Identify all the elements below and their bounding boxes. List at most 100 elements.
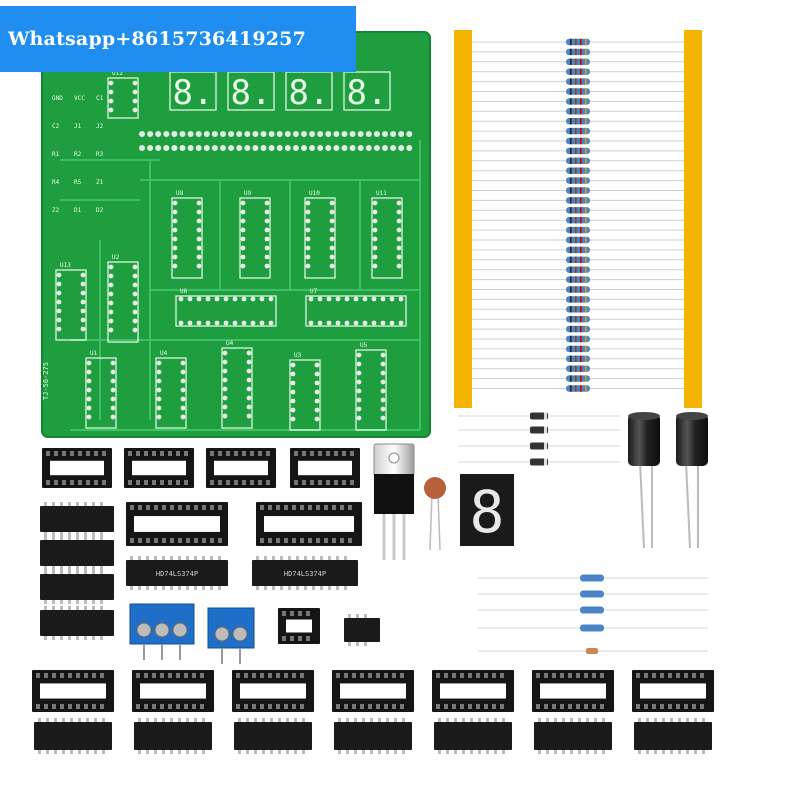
chip-pin [348,641,351,646]
socket-pin [86,480,90,485]
pcb-pad [260,144,267,151]
resistor [472,38,684,46]
resistor-band [580,296,582,303]
resistor-body [566,246,590,254]
chip-pin [296,556,299,561]
socket-window [286,619,312,633]
socket-pin [310,480,314,485]
resistor-band [580,236,582,244]
socket-pin [700,704,704,709]
pcb-pin [110,387,116,393]
pcb-pad [187,130,194,137]
pcb-pin [196,254,202,260]
resistor-band [585,286,587,293]
pcb-pin [264,254,270,260]
socket-pin [144,704,148,709]
chip-pin [76,502,79,507]
ic-socket [42,448,112,488]
chip-pin [346,749,349,754]
ic-socket [632,670,714,712]
chip-pin [178,749,181,754]
pcb-pad [219,130,226,137]
resistor-band [585,197,587,204]
pcb-digit-outline [285,71,333,111]
chip-pin [60,570,63,575]
resistor-band [575,276,577,283]
chip-pin [146,556,149,561]
pcb-pin [264,218,270,224]
resistor-tape-strip [454,30,702,408]
chip-pin [378,749,381,754]
pcb-pin [86,396,92,402]
resistor-band [585,177,587,184]
chip-pin [662,749,665,754]
chip-pin [344,585,347,590]
socket-pin [324,505,328,510]
ic-socket [532,670,614,712]
socket-pin [292,673,296,678]
resistor-band [570,38,572,46]
socket-pin [342,451,346,456]
chip-pin [68,635,71,640]
chip-pin [68,599,71,604]
ic-chip [534,718,612,754]
pcb-ic-footprint: U12 [107,70,139,119]
pcb-pin [356,352,362,358]
pcb-ic-footprint: U5 [355,342,387,431]
chip-pin [296,585,299,590]
pcb-pin [108,89,114,95]
pcb-pin [290,380,296,386]
diode-band [544,442,547,450]
pcb-pin [317,296,323,302]
socket-pin [176,451,180,456]
resistor [472,286,684,293]
chip-pin [286,749,289,754]
resistor-body [566,226,590,234]
pcb-pin [396,200,402,206]
chip-pin [102,749,105,754]
socket-pin [326,451,330,456]
socket-window [440,683,506,699]
resistor-band [585,68,587,75]
pcb-pin [108,273,114,279]
pcb-pin [180,405,186,411]
pcb-pin [56,326,62,332]
resistor-band [585,118,587,125]
pcb-pin [371,296,377,302]
chip-pin [280,585,283,590]
pcb-pad [228,130,235,137]
socket-pin [576,673,580,678]
chip-pin [46,749,49,754]
resistor-band [585,236,587,244]
ic-socket [256,502,362,546]
chip-pin [162,749,165,754]
chip-body [344,618,380,642]
pcb-ic-outline [221,347,253,429]
diode-band [544,458,547,466]
socket-pin [68,673,72,678]
resistor [472,217,684,224]
chip-pin [446,749,449,754]
chip-pin [52,565,55,570]
ic-chip [34,718,112,754]
socket-pin [544,704,548,709]
pcb-ic-footprint: U3 [289,352,321,431]
socket-pin [78,480,82,485]
ic-socket [232,670,314,712]
chip-pin [570,749,573,754]
resistor-band [580,246,582,254]
chip-pin [102,718,105,723]
pcb-ic-outline [107,77,139,119]
socket-pin [242,480,246,485]
socket-pin [300,538,304,543]
resistor-band [580,325,582,333]
pcb-pad [260,130,267,137]
pcb-pad [236,130,243,137]
pcb-pin [86,378,92,384]
chip-pin [92,536,95,541]
chip-pin [328,585,331,590]
ic-chip [344,614,380,646]
chip-pin [546,749,549,754]
pcb-digit-outline [169,71,217,111]
chip-pin [278,718,281,723]
